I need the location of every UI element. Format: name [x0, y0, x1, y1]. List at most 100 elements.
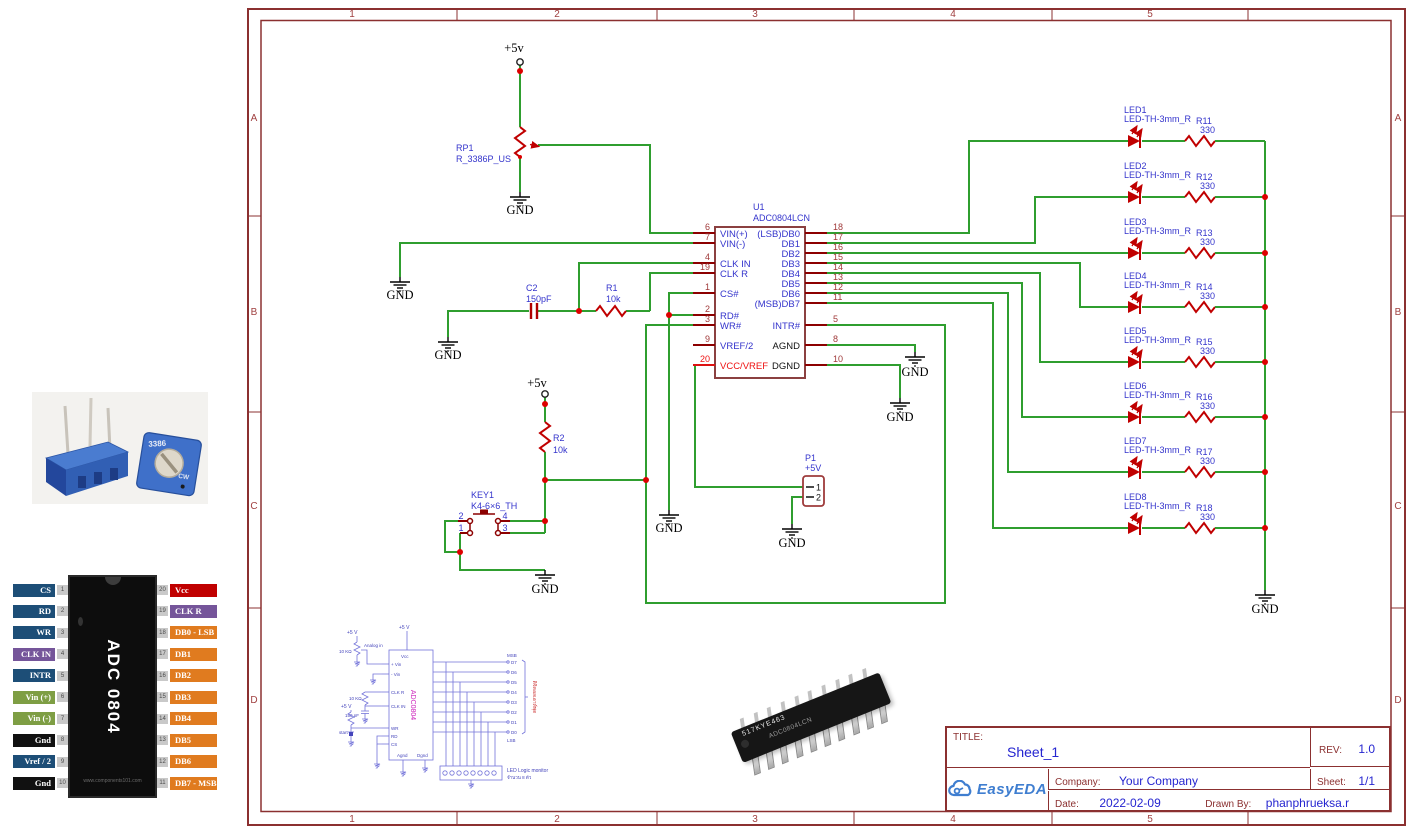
svg-text:D6: D6 — [511, 670, 517, 675]
reference-schematic-image[interactable]: ADC0804 +5 V Vcc + Vin - Vin CLK R CLK I… — [339, 625, 548, 789]
svg-text:LED6: LED6 — [1124, 381, 1147, 391]
svg-text:12: 12 — [833, 282, 843, 292]
svg-text:CLK R: CLK R — [391, 690, 405, 695]
svg-text:2: 2 — [554, 814, 560, 825]
svg-text:1: 1 — [458, 523, 463, 533]
pin-number: 5 — [57, 670, 68, 681]
key1-switch[interactable]: KEY1 K4-6×6_TH 2 4 1 3 — [458, 490, 517, 537]
pinout-label: DB1 — [170, 647, 217, 661]
svg-text:CLK IN: CLK IN — [720, 259, 751, 270]
svg-text:150pF: 150pF — [526, 294, 552, 304]
svg-text:16: 16 — [833, 242, 843, 252]
c2-capacitor[interactable]: C2 150pF — [526, 283, 552, 319]
pinout-label: DB6 — [170, 755, 217, 769]
pin-number: 19 — [157, 606, 168, 617]
svg-text:R18: R18 — [1196, 503, 1213, 513]
pin-number: 18 — [157, 627, 168, 638]
drawn-by-value[interactable]: phanphrueksa.r — [1265, 796, 1350, 810]
svg-text:GND: GND — [434, 348, 461, 362]
pinout-label: DB7 - MSB — [170, 776, 217, 790]
svg-text:DB4: DB4 — [782, 269, 800, 280]
svg-text:R2: R2 — [553, 433, 565, 443]
date-cell: Date: 2022-02-09 Drawn By: phanphrueksa.… — [1048, 791, 1389, 810]
ic-photo[interactable]: 517KYE463 ADC0804LCN — [726, 650, 901, 792]
company-label: Company: — [1055, 776, 1101, 788]
svg-text:VCC/VREF: VCC/VREF — [720, 361, 768, 372]
pinout-ic-body: ADC 0804 www.components101.com — [68, 575, 157, 798]
svg-text:10k: 10k — [606, 294, 621, 304]
potentiometer-photo[interactable]: 3386 CW — [32, 392, 208, 504]
svg-text:LED-TH-3mm_R: LED-TH-3mm_R — [1124, 335, 1192, 345]
svg-text:WR#: WR# — [720, 321, 742, 332]
svg-text:LED4: LED4 — [1124, 271, 1147, 281]
svg-text:A: A — [251, 113, 258, 124]
pinout-label: DB4 — [170, 712, 217, 726]
svg-text:10k: 10k — [553, 445, 568, 455]
svg-text:CS: CS — [391, 742, 397, 747]
sheet-cell: Sheet: 1/1 — [1310, 768, 1389, 790]
svg-text:10: 10 — [833, 354, 843, 364]
svg-text:LED-TH-3mm_R: LED-TH-3mm_R — [1124, 114, 1192, 124]
svg-text:+5v: +5v — [504, 41, 524, 55]
svg-text:CLK IN: CLK IN — [391, 704, 406, 709]
svg-text:LED8: LED8 — [1124, 492, 1147, 502]
svg-text:B: B — [251, 307, 258, 318]
pin-number: 12 — [157, 756, 168, 767]
svg-text:3: 3 — [752, 9, 758, 20]
svg-text:R17: R17 — [1196, 447, 1213, 457]
p1-connector[interactable]: 1 2 P1 +5V — [802, 453, 825, 507]
svg-text:2: 2 — [458, 511, 463, 521]
svg-text:LED-TH-3mm_R: LED-TH-3mm_R — [1124, 280, 1192, 290]
svg-text:R_3386P_US: R_3386P_US — [456, 154, 511, 164]
svg-text:D1: D1 — [511, 720, 517, 725]
svg-text:R1: R1 — [606, 283, 618, 293]
easyeda-logo: EasyEDA — [947, 769, 1048, 811]
pin-number: 11 — [157, 778, 168, 788]
svg-text:- Vin: - Vin — [391, 672, 401, 677]
svg-text:(MSB)DB7: (MSB)DB7 — [755, 299, 800, 310]
sheet-title[interactable]: Sheet_1 — [1007, 744, 1060, 760]
svg-text:+ Vin: + Vin — [391, 662, 402, 667]
wires[interactable] — [399, 65, 1266, 604]
svg-text:จำนวน 8 ตัว: จำนวน 8 ตัว — [507, 774, 532, 780]
svg-text:U1: U1 — [753, 202, 765, 212]
svg-text:5: 5 — [1147, 9, 1153, 20]
svg-text:MSB: MSB — [507, 653, 517, 658]
svg-text:LED7: LED7 — [1124, 436, 1147, 446]
svg-text:DB5: DB5 — [782, 279, 800, 290]
pinout-label: Vref / 2 — [13, 755, 55, 769]
svg-text:3: 3 — [705, 314, 710, 324]
svg-text:+5V: +5V — [805, 463, 821, 473]
r2-resistor[interactable]: +5v R2 10k — [527, 376, 568, 455]
rev-value[interactable]: 1.0 — [1358, 742, 1376, 756]
svg-text:R15: R15 — [1196, 337, 1213, 347]
dip-notch — [739, 738, 751, 750]
svg-text:Analog in: Analog in — [364, 643, 383, 648]
rp1-potentiometer[interactable]: +5v RP1 R_3386P_US — [456, 41, 541, 164]
svg-text:330: 330 — [1200, 512, 1215, 522]
svg-text:20: 20 — [700, 354, 710, 364]
pin-number: 20 — [157, 585, 168, 595]
svg-text:D7: D7 — [511, 660, 517, 665]
svg-text:ADC0804LCN: ADC0804LCN — [753, 213, 810, 223]
svg-text:Vcc: Vcc — [401, 654, 409, 659]
dip-package: 517KYE463 ADC0804LCN — [727, 664, 896, 776]
date-value[interactable]: 2022-02-09 — [1099, 796, 1161, 810]
company-value[interactable]: Your Company — [1119, 773, 1198, 788]
svg-text:DGND: DGND — [772, 361, 800, 372]
sheet-value[interactable]: 1/1 — [1358, 773, 1376, 788]
r1-resistor[interactable]: R1 10k — [595, 283, 627, 317]
pin-number: 14 — [157, 713, 168, 724]
pinout-label: DB0 - LSB — [170, 626, 217, 640]
svg-text:CS#: CS# — [720, 289, 739, 300]
svg-text:LED-TH-3mm_R: LED-TH-3mm_R — [1124, 226, 1192, 236]
pin-number: 10 — [57, 778, 68, 788]
pin-number: 6 — [57, 692, 68, 703]
